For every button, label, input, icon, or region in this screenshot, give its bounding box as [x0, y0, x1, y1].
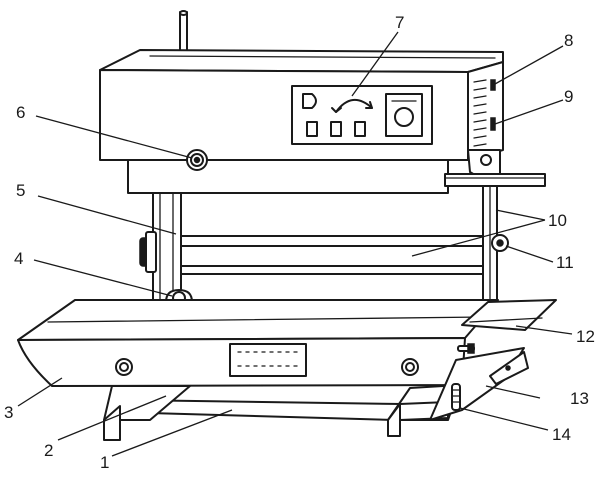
callout-9: 9 — [564, 87, 573, 106]
callout-3: 3 — [4, 403, 13, 422]
callout-14: 14 — [552, 425, 571, 444]
switch-3 — [355, 122, 365, 136]
left-post — [140, 193, 181, 303]
callout-1: 1 — [100, 453, 109, 472]
callout-10: 10 — [548, 211, 567, 230]
base-frame — [104, 385, 460, 440]
control-panel — [292, 86, 432, 144]
switch-2 — [331, 122, 341, 136]
conveyor-window — [230, 344, 306, 376]
callout-4: 4 — [14, 249, 23, 268]
callout-2: 2 — [44, 441, 53, 460]
callout-5: 5 — [16, 181, 25, 200]
adjust-knob — [187, 150, 207, 170]
right-knob — [492, 235, 508, 251]
guide-rails — [181, 236, 483, 274]
callout-6: 6 — [16, 103, 25, 122]
temperature-dial — [395, 108, 413, 126]
callout-8: 8 — [564, 31, 573, 50]
callout-7: 7 — [395, 13, 404, 32]
conveyor — [18, 300, 498, 386]
vent-indicator-8 — [491, 80, 495, 90]
callout-12: 12 — [576, 327, 595, 346]
callout-11: 11 — [556, 253, 574, 272]
switch-1 — [307, 122, 317, 136]
vent-indicator-9 — [491, 118, 495, 130]
adjust-wheel — [452, 384, 460, 410]
callout-13: 13 — [570, 389, 589, 408]
